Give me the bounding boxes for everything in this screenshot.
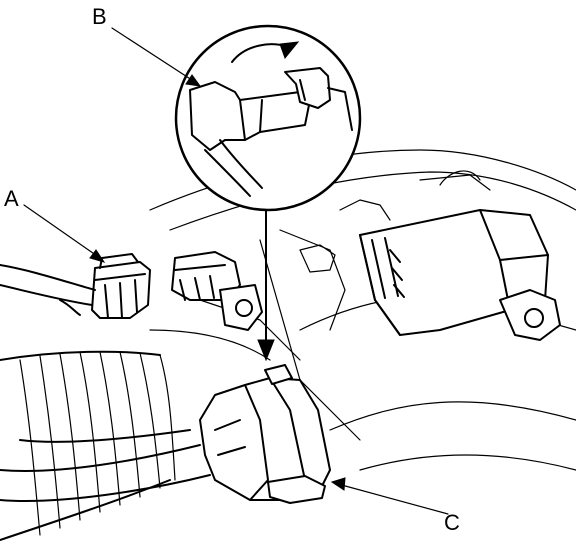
detail-circle: [174, 24, 362, 212]
callout-a-label: A: [4, 186, 19, 211]
wire-harness-a: [0, 264, 96, 316]
wire-harness-c: [0, 429, 211, 502]
callout-b-label: B: [92, 4, 107, 29]
sensor-body: [171, 251, 263, 331]
callout-c-label: C: [444, 510, 460, 535]
component-housing: [359, 209, 561, 341]
corrugated-hose: [0, 350, 176, 541]
callout-leaders: [23, 27, 449, 515]
connector-a: [91, 253, 151, 319]
connector-c: [199, 364, 331, 504]
